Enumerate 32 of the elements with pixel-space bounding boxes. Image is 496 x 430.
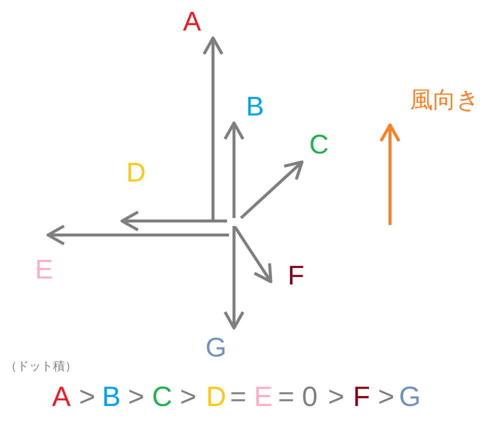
dot-product-note: （ドット積） [5,360,77,372]
comparison-sign: = [230,383,246,411]
vector-label: B [246,94,264,120]
vector-arrow [202,36,224,221]
vector-label: G [206,334,226,362]
vector-arrow [240,160,304,220]
vector-arrow [224,226,244,330]
vector-letter: A [52,383,71,411]
comparison-sign: > [79,383,96,411]
vector-label: E [35,256,53,284]
vector-arrow [234,226,272,284]
vector-label: C [309,132,329,158]
vector-letter: E [254,383,273,411]
comparison-sign: = [278,383,294,411]
wind-direction-arrow [380,124,400,225]
comparison-sign: > [328,383,344,411]
comparison-sign: > [180,383,196,411]
comparison-sign: > [128,383,144,411]
vector-label: F [288,262,304,290]
vector-letter: C [152,383,172,411]
comparison-sign: > [378,383,394,411]
vector-label: A [183,8,201,36]
zero-value: 0 [302,383,318,411]
vector-arrow [120,210,227,232]
vector-letter: B [102,383,121,411]
vector-letter: D [206,383,226,411]
vector-letter: G [399,383,421,411]
vector-label: D [126,160,146,186]
vector-arrow [224,122,244,218]
vector-letter: F [353,383,370,411]
vector-arrow [46,224,229,246]
wind-direction-label: 風向き [410,88,480,112]
